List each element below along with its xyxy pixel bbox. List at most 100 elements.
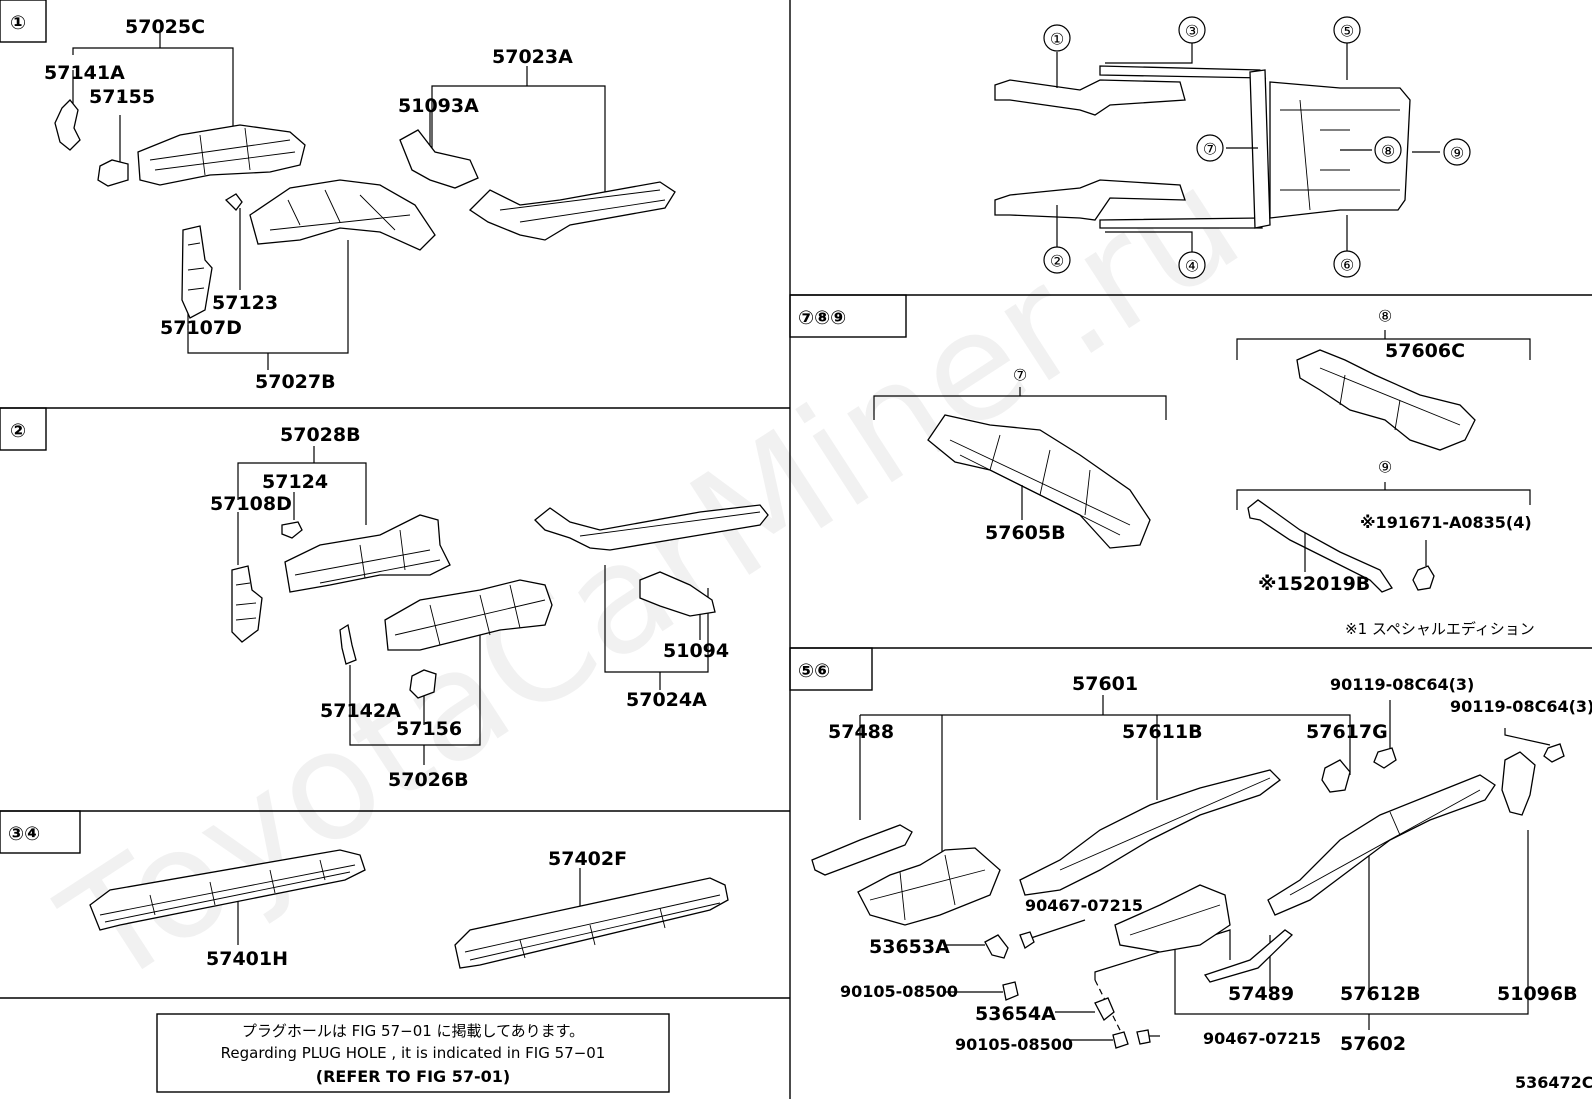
part-152019b-brace: [1247, 499, 1393, 593]
bolt-90105-08500-b: [1112, 1031, 1129, 1049]
part-57028b-rail: [284, 514, 451, 593]
part-57601-front: [857, 847, 1001, 926]
label-57606c: 57606C: [1385, 340, 1465, 362]
section-34: 57402F 57401H: [89, 848, 729, 970]
part-53654a-bracket: [1094, 997, 1115, 1021]
part-57611b-rail: [1019, 769, 1281, 896]
label-90467-07215-b: 90467-07215: [1203, 1029, 1321, 1048]
part-51093a-bracket: [399, 129, 479, 189]
label-57024a: 57024A: [626, 689, 707, 711]
label-53654a: 53654A: [975, 1003, 1056, 1025]
section-tag-34: ③④: [0, 810, 81, 854]
label-57402f: 57402F: [548, 848, 627, 870]
bolt-90119-08c64-b: [1543, 743, 1565, 763]
part-57027b-member: [249, 179, 436, 251]
svg-text:⑦⑧⑨: ⑦⑧⑨: [798, 307, 846, 329]
label-57401h: 57401H: [206, 948, 288, 970]
svg-text:①: ①: [10, 12, 26, 34]
label-57156: 57156: [396, 718, 462, 740]
note-line-1: プラグホールは FIG 57−01 に掲載してあります。: [242, 1022, 584, 1040]
section-56: 57601 57488 57611B 57617G 90119-08C64(3)…: [811, 673, 1592, 1055]
part-57025c-rail: [137, 124, 306, 186]
callout-9: ⑨: [1450, 144, 1464, 163]
part-57617g-bracket: [1321, 759, 1351, 793]
note-line-2: Regarding PLUG HOLE , it is indicated in…: [221, 1044, 606, 1062]
part-57489-strip: [1203, 929, 1294, 983]
label-57108d: 57108D: [210, 493, 292, 515]
note-box: プラグホールは FIG 57−01 に掲載してあります。 Regarding P…: [156, 1013, 670, 1093]
svg-text:③④: ③④: [8, 823, 40, 845]
part-57141a-bracket: [54, 99, 81, 151]
frame-left-rail-upper: [994, 79, 1186, 116]
callout-5: ⑤: [1340, 22, 1354, 41]
label-57123: 57123: [212, 292, 278, 314]
part-57488-bracket: [811, 824, 913, 876]
label-57612b: 57612B: [1340, 983, 1421, 1005]
label-51094: 51094: [663, 640, 729, 662]
label-57489: 57489: [1228, 983, 1294, 1005]
part-57026b-member: [384, 579, 553, 651]
label-57601: 57601: [1072, 673, 1138, 695]
label-90119-08c64-a: 90119-08C64(3): [1330, 675, 1474, 694]
bolt-191671-a0835: [1412, 565, 1435, 591]
label-57124: 57124: [262, 471, 328, 493]
section-789: ⑦ 57605B ⑧ 57606C ⑨ ※152019B ※191671-A08…: [873, 307, 1535, 638]
part-57156-plate: [409, 669, 437, 699]
callout-6: ⑥: [1340, 256, 1354, 275]
label-57142a: 57142A: [320, 700, 401, 722]
callout-2: ②: [1050, 252, 1064, 271]
diagram-code: 536472C: [1515, 1073, 1592, 1092]
part-57024a-rail: [534, 504, 769, 551]
svg-text:②: ②: [10, 420, 26, 442]
callout-3: ③: [1185, 22, 1199, 41]
part-57107d-bracket: [181, 225, 213, 319]
label-57107d: 57107D: [160, 317, 242, 339]
part-53653a-bracket: [984, 934, 1009, 959]
callout-7: ⑦: [1203, 140, 1217, 159]
label-57025c: 57025C: [125, 16, 205, 38]
label-90119-08c64-b: 90119-08C64(3): [1450, 697, 1592, 716]
label-57605b: 57605B: [985, 522, 1066, 544]
label-57027b: 57027B: [255, 371, 336, 393]
frame-crossmember: [1249, 69, 1271, 229]
section-tag-1: ①: [0, 0, 47, 43]
label-51093a: 51093A: [398, 95, 479, 117]
label-57611b: 57611B: [1122, 721, 1203, 743]
section-tag-56: ⑤⑥: [789, 647, 873, 691]
label-57141a: 57141A: [44, 62, 125, 84]
frame-side-lower: [1099, 217, 1263, 229]
bolt-90467-07215-a: [1019, 931, 1035, 949]
bolt-90105-08500-a: [1002, 981, 1019, 1001]
label-51096b: 51096B: [1497, 983, 1578, 1005]
part-57023a-rail: [468, 181, 676, 241]
footnote-special-edition: ※1 スペシャルエディション: [1345, 620, 1535, 638]
part-57402f-sill: [454, 877, 729, 969]
subtag-8: ⑧: [1378, 307, 1392, 326]
section-tag-2: ②: [0, 407, 47, 451]
bolt-90467-07215-b: [1136, 1029, 1151, 1045]
note-line-3: (REFER TO FIG 57-01): [316, 1067, 510, 1086]
part-51094-bracket: [639, 571, 716, 617]
callout-8: ⑧: [1381, 142, 1395, 161]
part-57123-clip: [224, 193, 243, 211]
frame-left-rail-lower: [994, 179, 1186, 221]
label-57602: 57602: [1340, 1033, 1406, 1055]
section-1: 57025C 57141A 57155 57023A 51093A 57123 …: [44, 16, 676, 393]
label-57028b: 57028B: [280, 424, 361, 446]
part-57606c-crossmember: [1296, 349, 1476, 451]
section-2: 57028B 57124 57108D 57142A 57156 57026B …: [210, 424, 769, 791]
section-tag-789: ⑦⑧⑨: [789, 294, 907, 338]
label-152019b: ※152019B: [1258, 573, 1370, 595]
bolt-90119-08c64-a: [1373, 747, 1397, 769]
overview: ① ② ③ ④ ⑤ ⑥ ⑦ ⑧ ⑨: [994, 16, 1471, 279]
label-57023a: 57023A: [492, 46, 573, 68]
label-90105-08500-a: 90105-08500: [840, 982, 958, 1001]
subtag-7: ⑦: [1013, 366, 1027, 385]
svg-text:⑤⑥: ⑤⑥: [798, 660, 830, 682]
subtag-9: ⑨: [1378, 458, 1392, 477]
label-53653a: 53653A: [869, 936, 950, 958]
part-57142a-clip: [339, 623, 357, 665]
callout-1: ①: [1050, 30, 1064, 49]
